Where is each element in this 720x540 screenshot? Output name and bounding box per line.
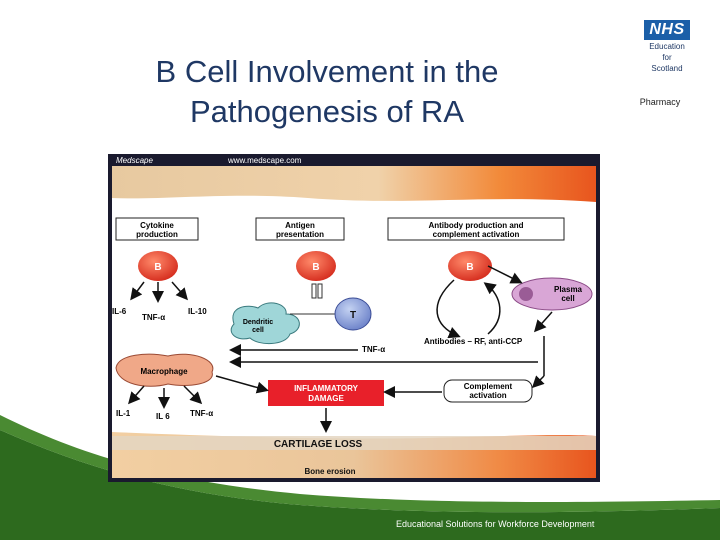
macrophage-to-damage-arrow (215, 375, 269, 394)
svg-text:B: B (154, 262, 161, 273)
svg-text:Macrophage: Macrophage (140, 367, 188, 376)
svg-text:production: production (136, 230, 178, 239)
il6-bottom-label: IL 6 (156, 412, 170, 421)
tnf-alpha-mid-label: TNF-α (362, 345, 385, 354)
cytokine-arrows (130, 281, 188, 303)
logo-line-for: for (662, 53, 672, 62)
b-to-plasma-arrow (487, 265, 523, 284)
bone-erosion-label: Bone erosion (304, 467, 355, 476)
nhs-logo: NHS Education for Scotland (636, 20, 698, 73)
source-logo: Medscape (116, 156, 153, 165)
svg-text:Antigen: Antigen (285, 221, 315, 230)
cytokine-production-box: Cytokine production (115, 217, 199, 241)
il6-label: IL-6 (112, 307, 127, 316)
antigen-presentation-box: Antigen presentation (255, 217, 345, 241)
department-label: Pharmacy (639, 97, 681, 107)
tnf-alpha-bottom-label: TNF-α (190, 409, 213, 418)
title-line-2: Pathogenesis of RA (189, 94, 464, 129)
svg-text:B: B (466, 262, 473, 273)
il1-label: IL-1 (116, 409, 131, 418)
source-url: www.medscape.com (227, 156, 302, 165)
svg-text:Antibody production and: Antibody production and (428, 221, 523, 230)
antibodies-label: Antibodies – RF, anti-CCP (424, 337, 523, 346)
svg-text:presentation: presentation (276, 230, 324, 239)
antibody-to-complement-arrow (531, 375, 545, 389)
svg-text:B: B (312, 262, 319, 273)
tnf-alpha-label: TNF-α (142, 313, 165, 322)
inflammatory-damage-box: INFLAMMATORY DAMAGE (268, 380, 384, 406)
svg-text:DAMAGE: DAMAGE (308, 394, 344, 403)
svg-text:INFLAMMATORY: INFLAMMATORY (294, 384, 359, 393)
b-cell-right: B (448, 251, 492, 281)
t-cell: T (334, 297, 372, 331)
svg-text:cell: cell (252, 327, 264, 334)
svg-text:T: T (350, 310, 356, 321)
title-line-1: B Cell Involvement in the (155, 54, 499, 89)
svg-text:cell: cell (561, 294, 574, 303)
macrophage: Macrophage (115, 353, 214, 387)
cartilage-loss-label: CARTILAGE LOSS (274, 439, 363, 450)
svg-text:Dendritic: Dendritic (243, 319, 273, 326)
svg-text:Plasma: Plasma (554, 285, 583, 294)
logo-line-scotland: Scotland (651, 64, 683, 73)
plasma-down-arrow (534, 311, 553, 333)
b-cell-left: B (138, 251, 178, 281)
svg-text:Complement: Complement (464, 382, 513, 391)
nhs-logo-mark: NHS (644, 20, 690, 40)
macrophage-cytokine-arrows (128, 385, 203, 409)
footer-text: Educational Solutions for Workforce Deve… (396, 519, 595, 529)
curved-arrow-left (436, 279, 461, 339)
dendritic-cell: Dendritic cell (230, 302, 300, 344)
svg-text:Cytokine: Cytokine (140, 221, 174, 230)
logo-line-education: Education (649, 42, 685, 51)
svg-text:activation: activation (469, 391, 506, 400)
synovium-band (112, 166, 596, 202)
svg-text:complement activation: complement activation (433, 230, 520, 239)
antibody-production-box: Antibody production and complement activ… (387, 217, 565, 241)
plasma-cell: Plasma cell (511, 277, 593, 311)
slide-title: B Cell Involvement in the Pathogenesis o… (112, 52, 542, 132)
curved-arrow-right (483, 282, 501, 335)
complement-activation-box: Complement activation (443, 379, 533, 403)
pathogenesis-diagram: Medscape www.medscape.com Cytokine produ… (108, 154, 600, 482)
il10-label: IL-10 (188, 307, 207, 316)
cartilage-layer (112, 436, 596, 450)
mhc-connector (290, 283, 338, 315)
b-cell-middle: B (296, 251, 336, 281)
